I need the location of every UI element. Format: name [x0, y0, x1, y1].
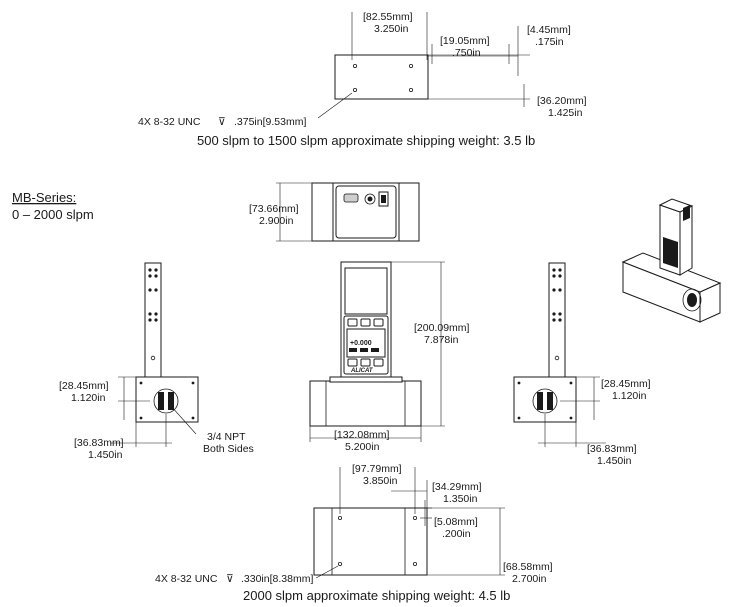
bottom-depth-in: 2.700in [512, 573, 547, 585]
depth-mm-label: [36.20mm] [537, 95, 587, 107]
bottom-thread-symbol: ⊽ [226, 573, 234, 585]
edge-mm-label: [4.45mm] [527, 24, 571, 36]
thread-depth: .375in[9.53mm] [234, 116, 306, 128]
bottom-view-body [313, 507, 428, 576]
front-height-mm: [200.09mm] [414, 322, 470, 334]
lcd-display [346, 328, 386, 358]
soft-key[interactable] [360, 358, 371, 367]
bottom-thread-depth: .330in[8.38mm] [241, 573, 313, 585]
mount-hole [337, 562, 342, 567]
iso-port [682, 288, 702, 312]
series-range: 0 – 2000 slpm [12, 207, 94, 222]
left-width-mm: [36.83mm] [74, 437, 124, 449]
mount-hole [337, 516, 342, 521]
top-view: [82.55mm] 3.250in [19.05mm] .750in [4.45… [138, 11, 587, 148]
npt-note-line2: Both Sides [203, 443, 254, 455]
lcd-reading: +0.000 [350, 340, 372, 347]
bottom-view-caption: 2000 slpm approximate shipping weight: 4… [243, 588, 510, 603]
right-port-mm: [28.45mm] [601, 378, 651, 390]
width-in-label: 3.250in [374, 23, 409, 35]
bottom-port-in: 1.350in [443, 493, 478, 505]
lcd-icon [349, 348, 357, 352]
soft-key[interactable] [347, 358, 358, 367]
bottom-edge-in: .200in [442, 528, 471, 540]
lcd-icon [371, 348, 379, 352]
isometric-view [621, 198, 722, 323]
npt-port-thread [537, 392, 553, 410]
mount-hole [352, 64, 357, 69]
soft-key[interactable] [373, 318, 384, 327]
rear-height-mm: [73.66mm] [249, 203, 299, 215]
left-port-mm: [28.45mm] [59, 380, 109, 392]
left-port-in: 1.120in [71, 392, 106, 404]
mount-hole [412, 516, 417, 521]
right-width-mm: [36.83mm] [587, 443, 637, 455]
thread-note: 4X 8-32 UNC [138, 116, 201, 128]
soft-key[interactable] [373, 358, 384, 367]
edge-in-label: .175in [535, 36, 564, 48]
mount-hole [412, 562, 417, 567]
rear-height-in: 2.900in [259, 215, 294, 227]
mount-hole [408, 64, 413, 69]
npt-port-thread [158, 392, 174, 410]
right-view: [28.45mm] 1.120in [36.83mm] 1.450in [513, 262, 651, 467]
depth-in-label: 1.425in [548, 107, 583, 119]
npt-port [153, 388, 179, 414]
mount-hole [352, 88, 357, 93]
bottom-width-in: 3.850in [363, 475, 398, 487]
front-width-in: 5.200in [345, 441, 380, 453]
thread-depth-symbol: ⊽ [218, 116, 226, 128]
port-in-label: .750in [452, 47, 481, 59]
connector-round [364, 193, 376, 205]
power-jack-inner [381, 195, 386, 203]
left-view: [28.45mm] 1.120in [36.83mm] 1.450in 3/4 … [59, 262, 254, 461]
bottom-depth-mm: [68.58mm] [503, 561, 553, 573]
left-view-body [135, 376, 199, 423]
rear-view: [73.66mm] 2.900in [249, 182, 420, 242]
npt-port [532, 388, 558, 414]
port-mm-label: [19.05mm] [440, 35, 490, 47]
soft-key[interactable] [360, 318, 371, 327]
front-height-in: 7.878in [424, 334, 459, 346]
top-view-body [334, 54, 429, 100]
lcd-icon [360, 348, 368, 352]
connector-port [343, 193, 359, 203]
brand-logo: ALICAT [350, 368, 374, 374]
bottom-thread-note: 4X 8-32 UNC [155, 573, 218, 585]
front-view: +0.000 ALICAT [200.09mm] 7.878in [132.08… [309, 261, 470, 453]
iso-connector [683, 205, 690, 221]
iso-keypad [663, 237, 678, 268]
series-title: MB-Series: [12, 190, 76, 205]
meter-window [344, 267, 388, 315]
bottom-view: [97.79mm] 3.850in [34.29mm] 1.350in [5.0… [155, 463, 553, 603]
right-port-in: 1.120in [612, 390, 647, 402]
npt-note-line1: 3/4 NPT [207, 431, 246, 443]
bottom-port-mm: [34.29mm] [432, 481, 482, 493]
width-mm-label: [82.55mm] [363, 11, 413, 23]
right-width-in: 1.450in [597, 455, 632, 467]
mount-plate [329, 376, 403, 383]
left-width-in: 1.450in [88, 449, 123, 461]
front-width-mm: [132.08mm] [334, 429, 390, 441]
soft-key[interactable] [347, 318, 358, 327]
mount-hole [408, 88, 413, 93]
bottom-edge-mm: [5.08mm] [434, 516, 478, 528]
top-view-caption: 500 slpm to 1500 slpm approximate shippi… [197, 133, 535, 148]
bottom-width-mm: [97.79mm] [352, 463, 402, 475]
connector-pin [367, 196, 373, 202]
iso-port-inner [687, 293, 697, 307]
flow-body [309, 380, 422, 427]
